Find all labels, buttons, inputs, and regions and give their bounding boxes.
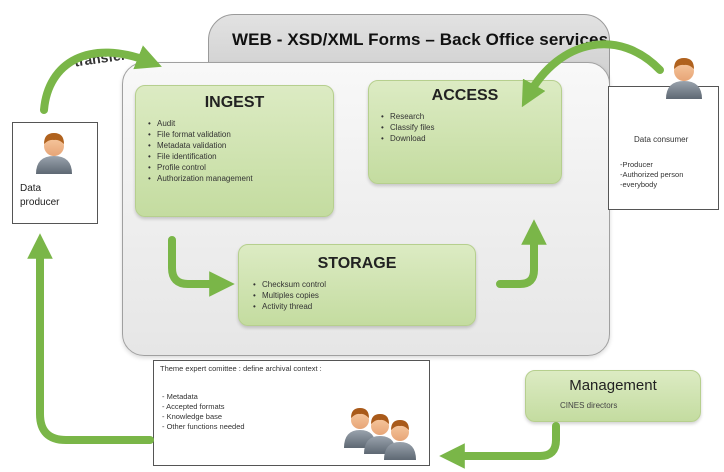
page-title: WEB - XSD/XML Forms – Back Office servic…: [232, 30, 609, 49]
management-theme-arrow: [439, 422, 560, 469]
consumer-access-arrow: [521, 40, 664, 108]
management-subtitle: CINES directors: [560, 401, 618, 410]
storage-list: Checksum control Multiples copies Activi…: [253, 279, 475, 312]
ingest-list: Audit File format validation Metadata va…: [148, 118, 333, 184]
consumer-person-icon: [666, 58, 702, 99]
storage-access-arrow: [496, 219, 547, 288]
theme-producer-arrow: [27, 233, 154, 444]
access-list: Research Classify files Download: [381, 111, 561, 144]
group-icon: [344, 408, 416, 460]
producer-person-icon: [36, 133, 72, 174]
list-item: File format validation: [148, 129, 333, 140]
access-box: ACCESS Research Classify files Download: [368, 80, 562, 184]
list-item: Multiples copies: [253, 290, 475, 301]
list-item: Audit: [148, 118, 333, 129]
theme-item: - Accepted formats: [162, 402, 225, 411]
storage-box: STORAGE Checksum control Multiples copie…: [238, 244, 476, 326]
management-title: Management: [569, 377, 657, 394]
list-item: Research: [381, 111, 561, 122]
producer-label-line2: producer: [20, 197, 60, 208]
list-item: Activity thread: [253, 301, 475, 312]
access-title: ACCESS: [431, 87, 499, 104]
theme-item: - Knowledge base: [162, 412, 223, 421]
list-item: Authorization management: [148, 173, 333, 184]
consumer-item: -everybody: [620, 180, 658, 189]
management-box: Management: [525, 370, 701, 422]
list-item: Download: [381, 133, 561, 144]
consumer-item: -Authorized person: [620, 170, 684, 179]
theme-item: - Metadata: [162, 392, 198, 401]
ingest-box: INGEST Audit File format validation Meta…: [135, 85, 334, 217]
list-item: Metadata validation: [148, 140, 333, 151]
list-item: Profile control: [148, 162, 333, 173]
data-consumer-box: [608, 86, 719, 210]
consumer-label: Data consumer: [634, 135, 689, 144]
consumer-item: -Producer: [620, 160, 653, 169]
list-item: Checksum control: [253, 279, 475, 290]
theme-heading: Theme expert comittee : define archival …: [160, 364, 322, 373]
transfer-arrow: [40, 45, 162, 114]
ingest-storage-arrow: [168, 236, 235, 297]
storage-title: STORAGE: [317, 255, 397, 272]
ingest-title: INGEST: [204, 94, 265, 111]
producer-label-line1: Data: [20, 183, 42, 194]
list-item: File identification: [148, 151, 333, 162]
theme-item: - Other functions needed: [162, 422, 245, 431]
list-item: Classify files: [381, 122, 561, 133]
